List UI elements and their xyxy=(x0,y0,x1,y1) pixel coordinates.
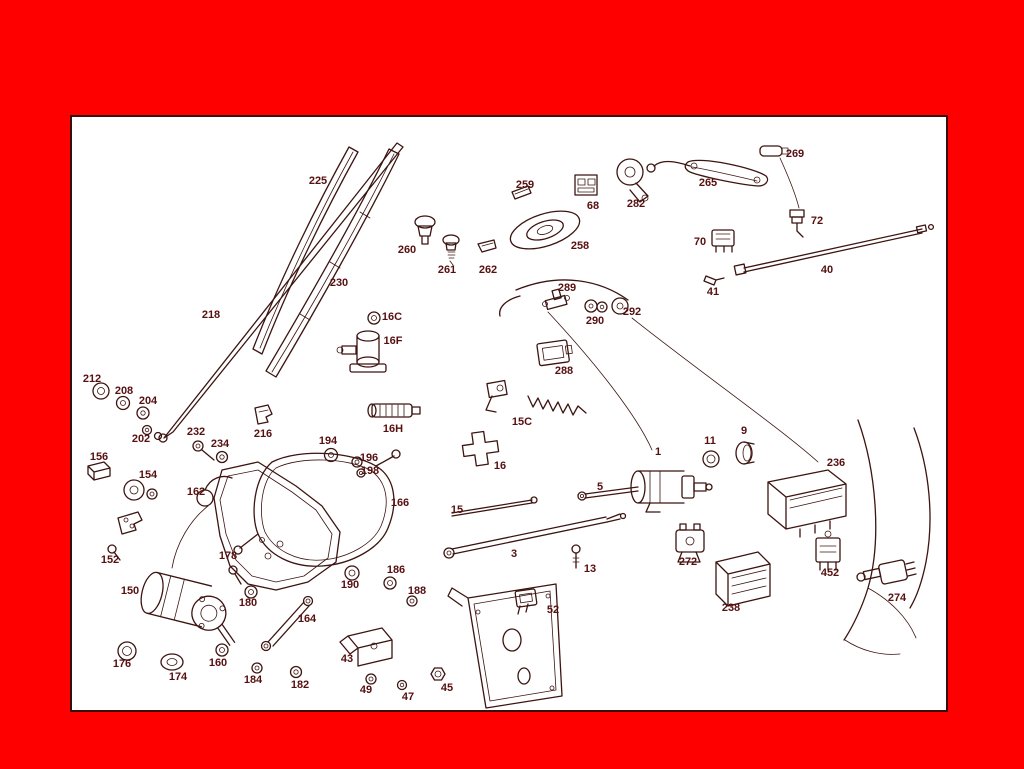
part-label-269: 269 xyxy=(785,148,805,160)
part-label-174: 174 xyxy=(168,671,188,683)
part-label-265: 265 xyxy=(698,177,718,189)
part-label-190: 190 xyxy=(340,579,360,591)
part-label-218: 218 xyxy=(201,309,221,321)
part-label-164: 164 xyxy=(297,613,317,625)
part-label-52: 52 xyxy=(546,604,560,616)
part-label-72: 72 xyxy=(810,215,824,227)
part-label-176: 176 xyxy=(112,658,132,670)
part-label-272: 272 xyxy=(678,556,698,568)
part-label-258: 258 xyxy=(570,240,590,252)
part-label-259: 259 xyxy=(515,179,535,191)
part-label-289: 289 xyxy=(557,282,577,294)
part-label-282: 282 xyxy=(626,198,646,210)
part-label-16H: 16H xyxy=(382,423,404,435)
part-label-182: 182 xyxy=(290,679,310,691)
part-label-160: 160 xyxy=(208,657,228,669)
part-label-16: 16 xyxy=(493,460,507,472)
part-label-236: 236 xyxy=(826,457,846,469)
part-label-204: 204 xyxy=(138,395,158,407)
part-label-9: 9 xyxy=(740,425,748,437)
part-label-16C: 16C xyxy=(381,311,403,323)
part-label-156: 156 xyxy=(89,451,109,463)
part-label-45: 45 xyxy=(440,682,454,694)
part-label-452: 452 xyxy=(820,567,840,579)
part-label-152: 152 xyxy=(100,554,120,566)
part-label-238: 238 xyxy=(721,602,741,614)
part-label-262: 262 xyxy=(478,264,498,276)
part-label-13: 13 xyxy=(583,563,597,575)
part-label-288: 288 xyxy=(554,365,574,377)
part-label-188: 188 xyxy=(407,585,427,597)
part-label-5: 5 xyxy=(596,481,604,493)
part-label-202: 202 xyxy=(131,433,151,445)
part-label-162: 162 xyxy=(186,486,206,498)
part-label-41: 41 xyxy=(706,286,720,298)
part-label-15: 15 xyxy=(450,504,464,516)
part-label-212: 212 xyxy=(82,373,102,385)
part-label-290: 290 xyxy=(585,315,605,327)
part-label-184: 184 xyxy=(243,674,263,686)
part-label-40: 40 xyxy=(820,264,834,276)
part-label-208: 208 xyxy=(114,385,134,397)
part-label-150: 150 xyxy=(120,585,140,597)
part-label-49: 49 xyxy=(359,684,373,696)
part-label-11: 11 xyxy=(704,435,716,447)
part-label-234: 234 xyxy=(210,438,230,450)
part-label-16F: 16F xyxy=(383,335,403,347)
part-label-194: 194 xyxy=(318,435,338,447)
part-label-70: 70 xyxy=(693,236,707,248)
part-label-225: 225 xyxy=(308,175,328,187)
part-label-230: 230 xyxy=(329,277,349,289)
part-label-68: 68 xyxy=(586,200,600,212)
part-label-154: 154 xyxy=(138,469,158,481)
part-label-216: 216 xyxy=(253,428,273,440)
part-label-15C: 15C xyxy=(511,416,533,428)
part-label-196: 196 xyxy=(359,452,379,464)
part-label-232: 232 xyxy=(186,426,206,438)
part-label-166: 166 xyxy=(390,497,410,509)
part-label-178: 178 xyxy=(218,550,238,562)
part-label-274: 274 xyxy=(887,592,907,604)
part-label-3: 3 xyxy=(510,548,518,560)
part-label-198: 198 xyxy=(360,465,380,477)
part-label-260: 260 xyxy=(397,244,417,256)
part-label-47: 47 xyxy=(401,691,415,703)
part-label-186: 186 xyxy=(386,564,406,576)
part-label-43: 43 xyxy=(340,653,354,665)
part-label-261: 261 xyxy=(437,264,457,276)
part-label-1: 1 xyxy=(654,446,662,458)
part-label-292: 292 xyxy=(622,306,642,318)
part-label-180: 180 xyxy=(238,597,258,609)
